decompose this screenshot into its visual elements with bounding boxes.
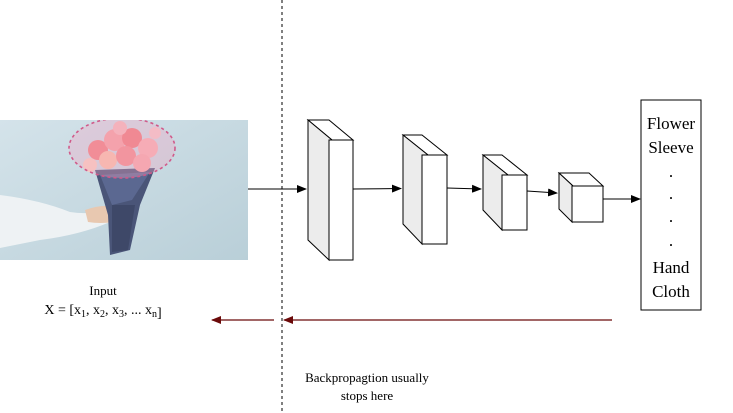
output-label-0: Flower [647, 114, 696, 133]
arrow-layer1-to-layer2 [352, 184, 402, 193]
conv-layer-2 [401, 133, 449, 246]
backprop-caption-line1: Backpropagtion usually [305, 370, 429, 385]
output-label-2: . [669, 162, 673, 181]
arrow-layer3-to-layer4 [526, 188, 558, 197]
output-label-4: . [669, 207, 673, 226]
detection-ellipse [68, 120, 176, 179]
output-labels-box [640, 99, 702, 311]
backprop-caption-line2: stops here [341, 388, 394, 403]
flower-cluster [83, 121, 161, 172]
output-label-7: Cloth [652, 282, 690, 301]
conv-layer-3 [481, 153, 529, 232]
conv-layer-4 [557, 171, 605, 224]
arrow-layer2-to-layer3 [446, 184, 482, 193]
conv-layer-1 [306, 118, 355, 262]
input-label: Input [89, 283, 117, 298]
output-label-1: Sleeve [648, 138, 693, 157]
output-label-3: . [669, 184, 673, 203]
output-label-5: . [669, 231, 673, 250]
input-photo [0, 120, 248, 260]
input-formula: X = [x1, x2, x3, ... xn] [44, 303, 161, 321]
output-label-6: Hand [653, 258, 690, 277]
